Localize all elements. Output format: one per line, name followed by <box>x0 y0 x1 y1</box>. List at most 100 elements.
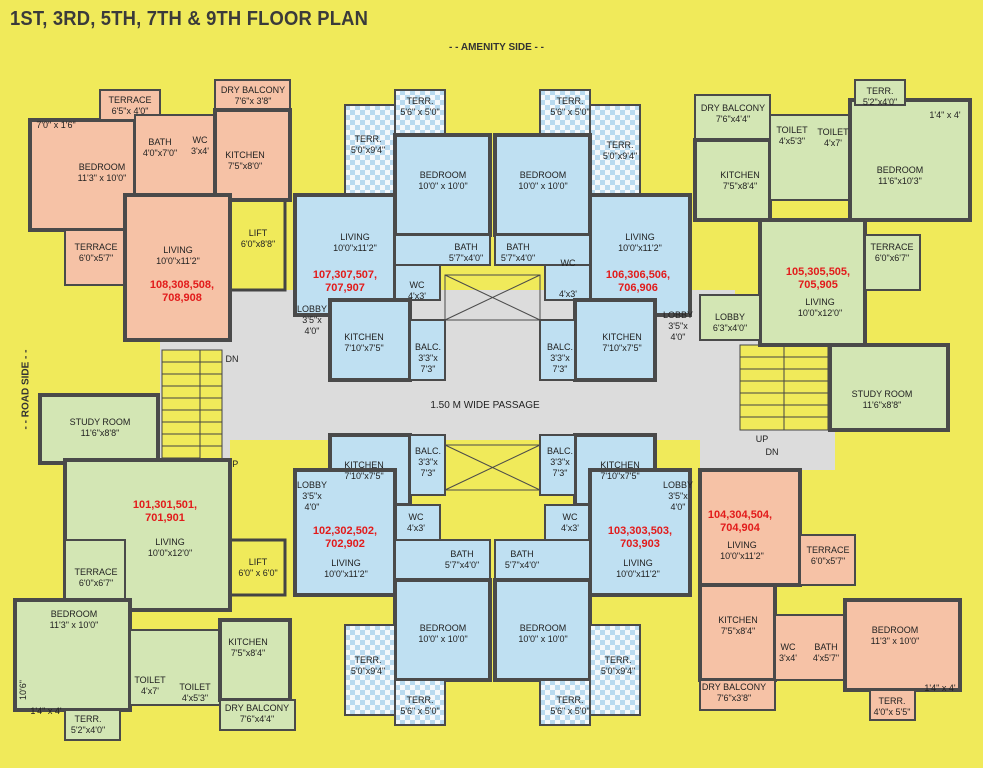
rm-bedroom-102-dim: 10'0" x 10'0" <box>418 634 467 644</box>
rm-balc-106-dim: 3'3"x <box>550 353 570 363</box>
unit-label-105-b: 705,905 <box>798 279 838 291</box>
rm-lobby-107-dim: 3'5"x <box>302 315 322 325</box>
rm-lobby-106-dim: 3'5"x <box>668 321 688 331</box>
rm-bedroom-103: BEDROOM <box>520 623 567 633</box>
rm-terr-106a-dim: 5'6" x 5'0" <box>550 107 589 117</box>
rm-toilet-tr-1-dim: 4'x5'3" <box>779 136 805 146</box>
unit-105 <box>693 79 972 347</box>
rm-lift-tl: LIFT <box>249 228 268 238</box>
rm-living-106: LIVING <box>625 232 655 242</box>
rm-lobby-106-dim2: 4'0" <box>671 332 686 342</box>
rm-wc-102: WC <box>409 512 424 522</box>
rm-toilet-bl-2-dim: 4'x5'3" <box>182 693 208 703</box>
rm-bedroom-107: BEDROOM <box>420 170 467 180</box>
svg-text:WC4'x3': WC4'x3' <box>408 280 426 301</box>
rm-wc-103-dim: 4'x3' <box>561 523 579 533</box>
svg-text:TERR.5'6" x 5'0": TERR.5'6" x 5'0" <box>400 695 439 716</box>
rm-living-103: LIVING <box>623 558 653 568</box>
unit-108 <box>28 79 292 342</box>
rm-bedroom-102: BEDROOM <box>420 623 467 633</box>
rm-living-tr: LIVING <box>805 297 835 307</box>
stair-right <box>739 344 829 431</box>
rm-lift-bl-dim: 6'0" x 6'0" <box>238 568 277 578</box>
rm-terr-br-dim: 4'0"x 5'5" <box>874 707 911 717</box>
rm-dry-balcony-tl: DRY BALCONY <box>221 85 285 95</box>
rm-dry-balcony-tr: DRY BALCONY <box>701 103 765 113</box>
svg-text:104,304,504,704,904: 104,304,504,704,904 <box>708 509 772 534</box>
rm-wc-106-dim: 4'x3' <box>559 289 577 299</box>
rm-kitchen-106-dim: 7'10"x7'5" <box>602 343 641 353</box>
rm-kitchen-br: KITCHEN <box>718 615 758 625</box>
rm-terr-102a-dim: 5'6" x 5'0" <box>400 706 439 716</box>
rm-toilet-bl-1: TOILET <box>134 675 166 685</box>
unit-label-108-b: 708,908 <box>162 292 202 304</box>
rm-kitchen-tl-dim: 7'5"x8'0" <box>228 161 262 171</box>
page-title: 1ST, 3RD, 5TH, 7TH & 9TH FLOOR PLAN <box>10 8 369 30</box>
unit-label-106-b: 706,906 <box>618 282 658 294</box>
rm-kitchen-106: KITCHEN <box>602 332 642 342</box>
study-room-right <box>828 343 950 432</box>
rm-bedroom-br-dim: 11'3" x 10'0" <box>871 636 920 646</box>
svg-text:WC3'x4': WC3'x4' <box>191 135 209 156</box>
rm-living-103-dim: 10'0"x11'2" <box>616 569 660 579</box>
rm-bath-tl-dim: 4'0"x7'0" <box>143 148 177 158</box>
lift-bottom <box>228 538 287 597</box>
rm-bath-102-dim: 5'7"x4'0" <box>445 560 479 570</box>
stair-right-dn: DN <box>766 447 779 457</box>
rm-balc-102-dim2: 7'3" <box>421 468 436 478</box>
rm-terr-107b: TERR. <box>355 134 382 144</box>
svg-text:TERR.5'0"x9'4": TERR.5'0"x9'4" <box>603 140 637 161</box>
svg-text:BALC.3'3"x7'3": BALC.3'3"x7'3" <box>547 342 573 374</box>
stair-left-dn: DN <box>226 354 239 364</box>
svg-text:TERR.5'6" x 5'0": TERR.5'6" x 5'0" <box>400 96 439 117</box>
svg-text:TERR.5'6" x 5'0": TERR.5'6" x 5'0" <box>550 96 589 117</box>
rm-lobby-106: LOBBY <box>663 310 693 320</box>
rm-lobby-102-dim2: 4'0" <box>305 502 320 512</box>
svg-text:103,303,503,703,903: 103,303,503,703,903 <box>608 525 672 550</box>
rm-living-tr-dim: 10'0"x12'0" <box>798 308 842 318</box>
rm-terrace-bl-dim: 6'0"x6'7" <box>79 578 113 588</box>
rm-wc-102-dim: 4'x3' <box>407 523 425 533</box>
rm-study-right: STUDY ROOM <box>852 389 913 399</box>
svg-text:108,308,508,708,908: 108,308,508,708,908 <box>150 279 214 304</box>
rm-balc-103-dim: 3'3"x <box>550 457 570 467</box>
rm-living-br: LIVING <box>727 540 757 550</box>
rm-living-br-dim: 10'0"x11'2" <box>720 551 764 561</box>
rm-dim-small-tl: 7'0" x 1'6" <box>36 120 75 130</box>
rm-balc-107-dim2: 7'3" <box>421 364 436 374</box>
svg-text:TERR.5'0"x9'4": TERR.5'0"x9'4" <box>351 655 385 676</box>
svg-text:WC4'x3': WC4'x3' <box>561 512 579 533</box>
rm-bath-107: BATH <box>454 242 477 252</box>
rm-terr-103b-dim: 5'0"x9'4" <box>601 666 635 676</box>
rm-dry-balcony-br: DRY BALCONY <box>702 682 766 692</box>
unit-label-101-b: 701,901 <box>145 512 185 524</box>
rm-bedroom-107-dim: 10'0" x 10'0" <box>418 181 467 191</box>
unit-label-104-b: 704,904 <box>720 522 761 534</box>
svg-text:TERR.4'0"x 5'5": TERR.4'0"x 5'5" <box>874 696 911 717</box>
rm-kitchen-br-dim: 7'5"x8'4" <box>721 626 755 636</box>
rm-living-102: LIVING <box>331 558 361 568</box>
